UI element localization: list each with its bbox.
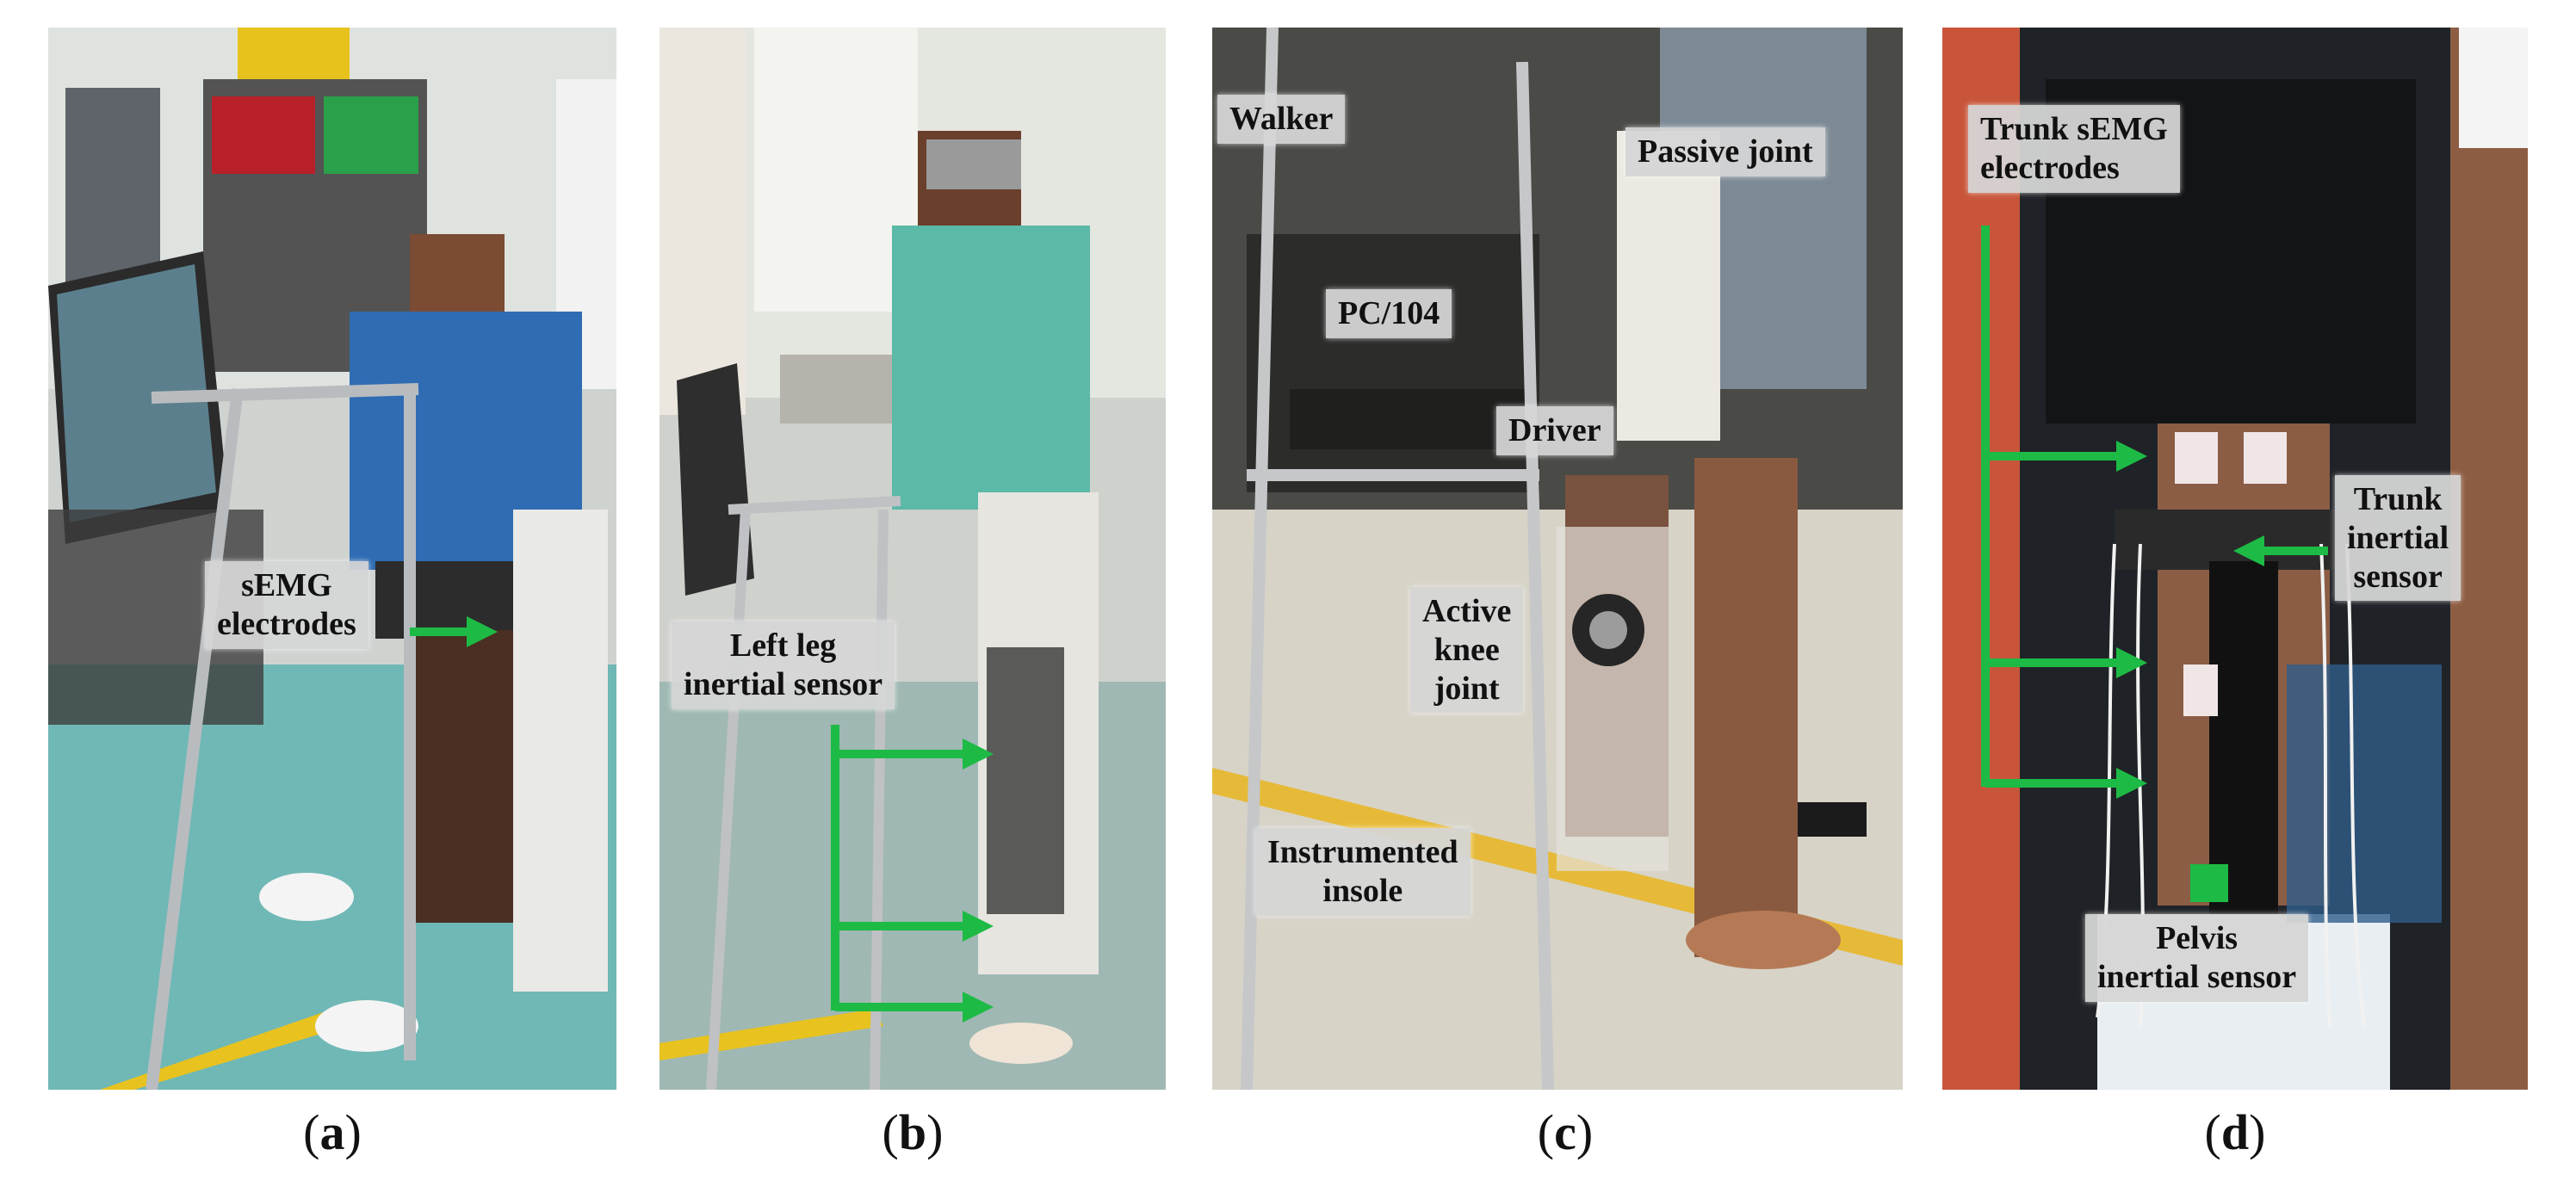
label-line: Walker (1229, 101, 1334, 137)
label-line: Trunk (2353, 481, 2443, 517)
label-line: inertial sensor (2097, 958, 2297, 995)
label-line: electrodes (217, 605, 356, 642)
label-pc104: PC/104 (1326, 289, 1452, 338)
label-line: Pelvis (2156, 920, 2239, 956)
label-line: Passive joint (1638, 133, 1813, 170)
label-driver: Driver (1496, 406, 1613, 455)
caption-close: ) (1576, 1104, 1594, 1160)
panel-b-photo: Left leg inertial sensor (659, 28, 1166, 1090)
label-line: Driver (1508, 412, 1601, 448)
label-line: joint (1434, 670, 1500, 707)
caption-letter: a (319, 1104, 345, 1160)
panel-c-photo: Walker Passive joint PC/104 Driver Activ… (1212, 28, 1903, 1090)
panel-d-caption: (d) (2140, 1103, 2330, 1161)
label-line: insole (1322, 872, 1403, 909)
caption-letter: c (1554, 1104, 1576, 1160)
label-line: sensor (2353, 558, 2443, 595)
label-line: Active (1422, 593, 1512, 629)
caption-close: ) (344, 1104, 362, 1160)
label-line: PC/104 (1338, 295, 1440, 331)
panel-b-caption: (b) (818, 1103, 1007, 1161)
panel-d-photo: Trunk sEMG electrodes Trunk inertial sen… (1942, 28, 2528, 1090)
label-line: electrodes (1980, 149, 2120, 186)
panel-c-scene (1212, 28, 1903, 1090)
caption-close: ) (926, 1104, 944, 1160)
caption-open: ( (303, 1104, 320, 1160)
panel-a-photo: sEMG electrodes (48, 28, 616, 1090)
label-line: inertial sensor (684, 665, 883, 702)
label-instrumented-insole: Instrumented insole (1255, 828, 1471, 916)
label-active-knee-joint: Active knee joint (1410, 587, 1524, 714)
label-semg-electrodes: sEMG electrodes (205, 561, 368, 649)
caption-letter: b (898, 1104, 927, 1160)
caption-open: ( (1537, 1104, 1555, 1160)
label-line: Instrumented (1267, 834, 1458, 870)
panel-a-scene (48, 28, 616, 1090)
label-line: knee (1434, 631, 1500, 668)
caption-open: ( (882, 1104, 899, 1160)
panel-a-caption: (a) (238, 1103, 427, 1161)
caption-open: ( (2204, 1104, 2221, 1160)
label-left-leg-inertial-sensor: Left leg inertial sensor (672, 621, 895, 709)
panel-c-caption: (c) (1471, 1103, 1660, 1161)
label-trunk-semg-electrodes: Trunk sEMG electrodes (1968, 105, 2180, 193)
label-line: Left leg (729, 627, 837, 664)
label-line: inertial (2347, 519, 2449, 556)
label-line: sEMG (241, 567, 332, 603)
label-passive-joint: Passive joint (1625, 127, 1825, 176)
label-line: Trunk sEMG (1980, 111, 2168, 147)
caption-close: ) (2249, 1104, 2266, 1160)
label-trunk-inertial-sensor: Trunk inertial sensor (2335, 475, 2461, 602)
panel-b-scene (659, 28, 1166, 1090)
label-pelvis-inertial-sensor: Pelvis inertial sensor (2085, 914, 2309, 1002)
label-walker: Walker (1217, 95, 1346, 144)
caption-letter: d (2220, 1104, 2250, 1160)
